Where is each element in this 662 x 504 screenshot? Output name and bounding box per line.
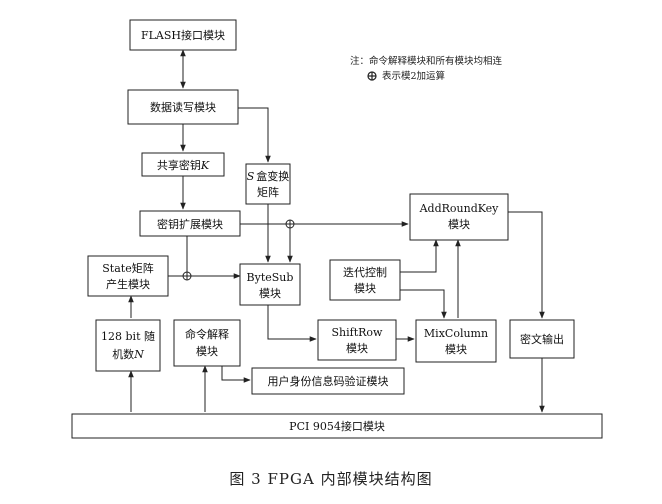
pci-interface-module: PCI 9054接口模块: [71, 413, 603, 439]
shiftrow-module: ShiftRow 模块: [317, 319, 397, 361]
keyexp-label: 密钥扩展模块: [157, 217, 223, 231]
dataio-label: 数据读写模块: [150, 100, 216, 114]
random-number-module: 128 bit 随 机数N: [95, 319, 161, 372]
ciphertext-output-module: 密文输出: [509, 319, 575, 359]
cipher-label: 密文输出: [520, 332, 564, 346]
addround-label-line2: 模块: [448, 218, 470, 231]
figure-caption: 图 3 FPGA 内部模块结构图: [229, 470, 433, 488]
sharedkey-label: 共享密钥K: [157, 158, 210, 172]
flash-interface-module: FLASH接口模块: [129, 19, 237, 51]
iter-label-line1: 迭代控制: [343, 265, 387, 279]
rand-label-line1: 128 bit 随: [101, 329, 155, 343]
iter-addround-link: [400, 239, 439, 273]
note-line1: 注：命令解释模块和所有模块均相连: [350, 55, 503, 67]
bytesub-module: ByteSub 模块: [239, 263, 301, 306]
identity-verification-module: 用户身份信息码验证模块: [251, 367, 405, 395]
rand-label-line2: 机数N: [112, 347, 144, 361]
addround-label-line1: AddRoundKey: [419, 202, 500, 215]
shiftrow-label-line1: ShiftRow: [332, 326, 384, 339]
mixcol-label-line1: MixColumn: [424, 327, 488, 340]
pci-label: PCI 9054接口模块: [289, 420, 385, 433]
addroundkey-module: AddRoundKey 模块: [409, 193, 509, 241]
bytesub-label-line2: 模块: [259, 287, 281, 300]
bytesub-label-line1: ByteSub: [247, 271, 294, 284]
iterative-control-module: 迭代控制 模块: [329, 259, 401, 301]
shared-key-module: 共享密钥K: [141, 152, 225, 177]
cmd-label-line1: 命令解释: [185, 327, 229, 341]
state-matrix-module: State矩阵 产生模块: [87, 255, 169, 297]
auth-label: 用户身份信息码验证模块: [268, 374, 389, 388]
sbox-label-line2: 矩阵: [257, 185, 279, 199]
addround-cipher-link: [508, 211, 545, 319]
state-label-line2: 产生模块: [106, 277, 150, 291]
command-interpreter-module: 命令解释 模块: [173, 319, 241, 367]
cmd-label-line2: 模块: [196, 345, 218, 358]
note-line2: 表示模2加运算: [382, 70, 445, 82]
bytesub-shiftrow-link: [267, 305, 317, 342]
cmd-auth-link: [221, 366, 251, 383]
iter-mixcol-link: [400, 289, 447, 319]
state-label-line1: State矩阵: [102, 261, 153, 275]
legend-note: 注：命令解释模块和所有模块均相连 表示模2加运算: [350, 55, 503, 82]
iter-label-line2: 模块: [354, 282, 376, 295]
shiftrow-label-line2: 模块: [346, 342, 368, 355]
xor-symbol-key-line: [285, 219, 295, 229]
data-readwrite-module: 数据读写模块: [127, 89, 239, 125]
key-expansion-module: 密钥扩展模块: [139, 210, 241, 237]
dataio-sbox-link: [238, 107, 271, 163]
flash-label: FLASH接口模块: [141, 29, 225, 42]
mixcol-label-line2: 模块: [445, 343, 467, 356]
xor-legend-icon: [367, 71, 377, 81]
mixcolumn-module: MixColumn 模块: [415, 319, 497, 363]
connections: [128, 49, 545, 413]
xor-symbol-state-line: [182, 271, 192, 281]
